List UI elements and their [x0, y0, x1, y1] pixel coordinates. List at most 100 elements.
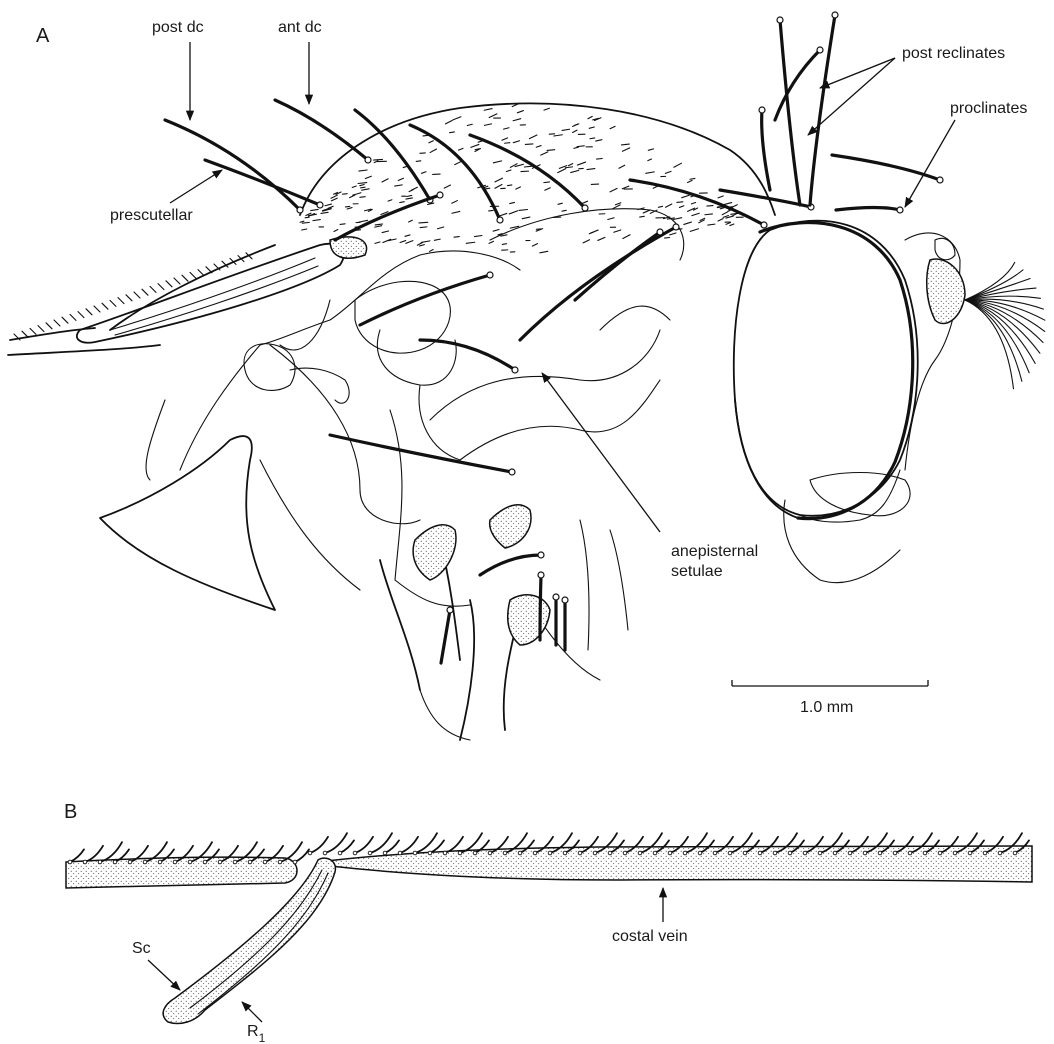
setula [313, 220, 320, 221]
setula [352, 186, 356, 187]
setula [665, 171, 671, 173]
setula [382, 179, 388, 182]
setula [587, 169, 595, 170]
costal-bristle-socket [623, 851, 627, 855]
setula [622, 148, 629, 151]
setula [688, 180, 693, 182]
setula [22, 331, 28, 337]
setula [325, 204, 331, 206]
costal-bristle-socket [983, 851, 987, 855]
costal-bristle-socket [698, 851, 702, 855]
costal-bristle-socket [278, 860, 282, 864]
costal-bristle-socket [143, 860, 147, 864]
bristle [165, 120, 300, 210]
costal-bristle-socket [1013, 851, 1017, 855]
setula [484, 124, 491, 126]
costal-bristle-socket [683, 851, 687, 855]
setula [375, 224, 382, 225]
bristle [775, 50, 820, 120]
costal-bristle-socket [473, 851, 477, 855]
setula [589, 127, 594, 128]
setula [174, 278, 180, 284]
costal-bristle-socket [398, 851, 402, 855]
setula [478, 141, 482, 142]
setula [362, 189, 369, 190]
arista [965, 262, 1045, 388]
setula [554, 135, 563, 136]
setula [577, 162, 585, 165]
costal-bristle-socket [773, 851, 777, 855]
setula [434, 239, 440, 240]
setula [444, 185, 450, 188]
setula [430, 249, 434, 251]
setula [340, 224, 345, 225]
bristle [420, 340, 515, 370]
setula [547, 150, 555, 151]
setula [583, 240, 589, 243]
pleural-sclerites [100, 209, 684, 740]
setula [400, 202, 405, 203]
setula [118, 298, 124, 304]
bristle-socket [553, 594, 559, 600]
setula [419, 222, 428, 223]
costal-bristle-socket [713, 851, 717, 855]
setula [574, 147, 579, 148]
costal-bristle-socket [353, 851, 357, 855]
bristle [441, 610, 450, 663]
setula [677, 202, 683, 203]
setula [489, 114, 497, 118]
costal-bristle-socket [443, 851, 447, 855]
setula [718, 219, 723, 221]
setula [466, 242, 475, 243]
setula [598, 237, 605, 240]
bristle-socket [817, 47, 823, 53]
setula [610, 126, 615, 128]
setula [529, 135, 537, 139]
setula [150, 286, 156, 292]
setula [78, 312, 84, 318]
setula [558, 169, 566, 173]
scale-bar: 1.0 mm [732, 680, 928, 716]
setula [300, 221, 304, 222]
arrow-proclinates [905, 120, 955, 207]
costal-bristle-socket [563, 851, 567, 855]
costal-bristle-socket [818, 851, 822, 855]
setula [493, 229, 499, 231]
setula [406, 241, 413, 244]
costal-bristle-socket [113, 860, 117, 864]
bristle [780, 20, 800, 205]
setula [692, 213, 699, 215]
setula [565, 167, 572, 168]
label-r1: R1 [247, 1023, 266, 1044]
setula [365, 176, 371, 178]
setula [502, 244, 506, 245]
scale-bar-label: 1.0 mm [800, 699, 853, 716]
setula [623, 235, 630, 239]
costal-bristle-socket [743, 851, 747, 855]
setula [382, 231, 388, 233]
costal-bristle-socket [803, 851, 807, 855]
costal-bristle [355, 837, 373, 853]
setula [459, 148, 463, 150]
setula [682, 195, 690, 197]
setula [407, 195, 412, 196]
setula [334, 230, 338, 232]
setula [406, 198, 413, 199]
setula [198, 270, 204, 276]
bristle-socket [538, 552, 544, 558]
bristle-socket [447, 607, 453, 613]
setula [505, 143, 510, 144]
label-anepisternal: anepisternal [671, 543, 758, 560]
setula [360, 197, 365, 198]
bristle [810, 15, 835, 205]
setula [730, 224, 734, 226]
costal-bristle [385, 840, 399, 853]
costal-bristle-socket [203, 860, 207, 864]
panel-a: A [8, 12, 1045, 740]
setula [474, 236, 481, 237]
setula [395, 185, 403, 186]
costal-bristle-socket [248, 860, 252, 864]
setula [510, 164, 517, 168]
bristle-socket [777, 17, 783, 23]
setula [166, 281, 172, 287]
